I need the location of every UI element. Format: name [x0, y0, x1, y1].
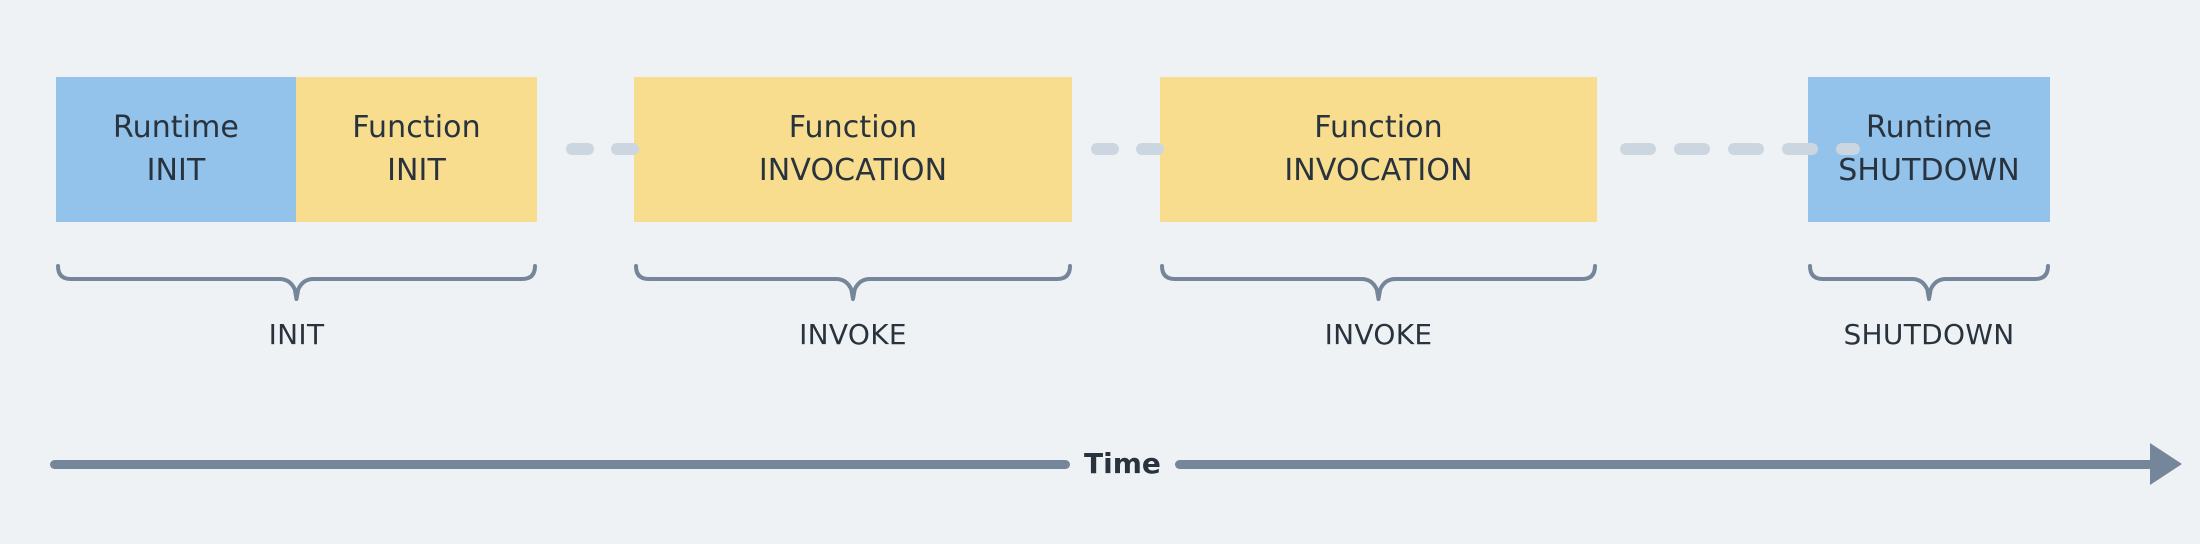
dash-segment: [1620, 143, 1656, 155]
brace-path: [636, 266, 1070, 299]
brace-group-invoke-2: [1160, 262, 1597, 308]
connector-3: [1620, 143, 1860, 155]
brace-group-shutdown: [1808, 262, 2050, 308]
dash-segment: [1674, 143, 1710, 155]
brace-group-init: [56, 262, 537, 308]
phase-box-subtitle: SHUTDOWN: [1838, 153, 2020, 188]
phase-box-title: Function: [1314, 110, 1443, 146]
dash-segment: [1728, 143, 1764, 155]
phase-box-subtitle: INIT: [387, 153, 446, 188]
brace-path: [1162, 266, 1595, 299]
brace-path: [58, 266, 535, 299]
dash-segment: [1836, 143, 1860, 155]
phase-box-title: Function: [788, 110, 918, 146]
connector-1: [566, 143, 639, 155]
dash-segment: [566, 143, 594, 155]
phase-box-title: Function: [352, 110, 481, 146]
dash-segment: [1136, 143, 1164, 155]
phase-box-subtitle: INVOCATION: [758, 153, 948, 188]
group-label-group-invoke-1: INVOKE: [799, 318, 907, 351]
phase-box-subtitle: INIT: [146, 153, 206, 188]
group-label-group-invoke-2: INVOKE: [1324, 318, 1433, 351]
axis-line-left: [50, 459, 1070, 469]
phase-box-subtitle: INVOCATION: [1284, 153, 1473, 188]
brace-path: [1810, 266, 2048, 299]
dash-segment: [611, 143, 639, 155]
right-arrow-icon: [2149, 443, 2182, 485]
group-label-group-init: INIT: [268, 318, 325, 351]
connector-2: [1091, 143, 1164, 155]
dash-segment: [1091, 143, 1119, 155]
phase-box-title: Runtime: [1865, 110, 1992, 146]
brace-group-invoke-1: [634, 262, 1072, 308]
time-axis: Time: [50, 440, 2182, 488]
group-label-group-shutdown: SHUTDOWN: [1843, 318, 2015, 351]
phase-box-title: Runtime: [112, 110, 239, 146]
dash-segment: [1782, 143, 1818, 155]
time-axis-label: Time: [1084, 447, 1161, 480]
axis-line-right: [1174, 459, 2150, 469]
